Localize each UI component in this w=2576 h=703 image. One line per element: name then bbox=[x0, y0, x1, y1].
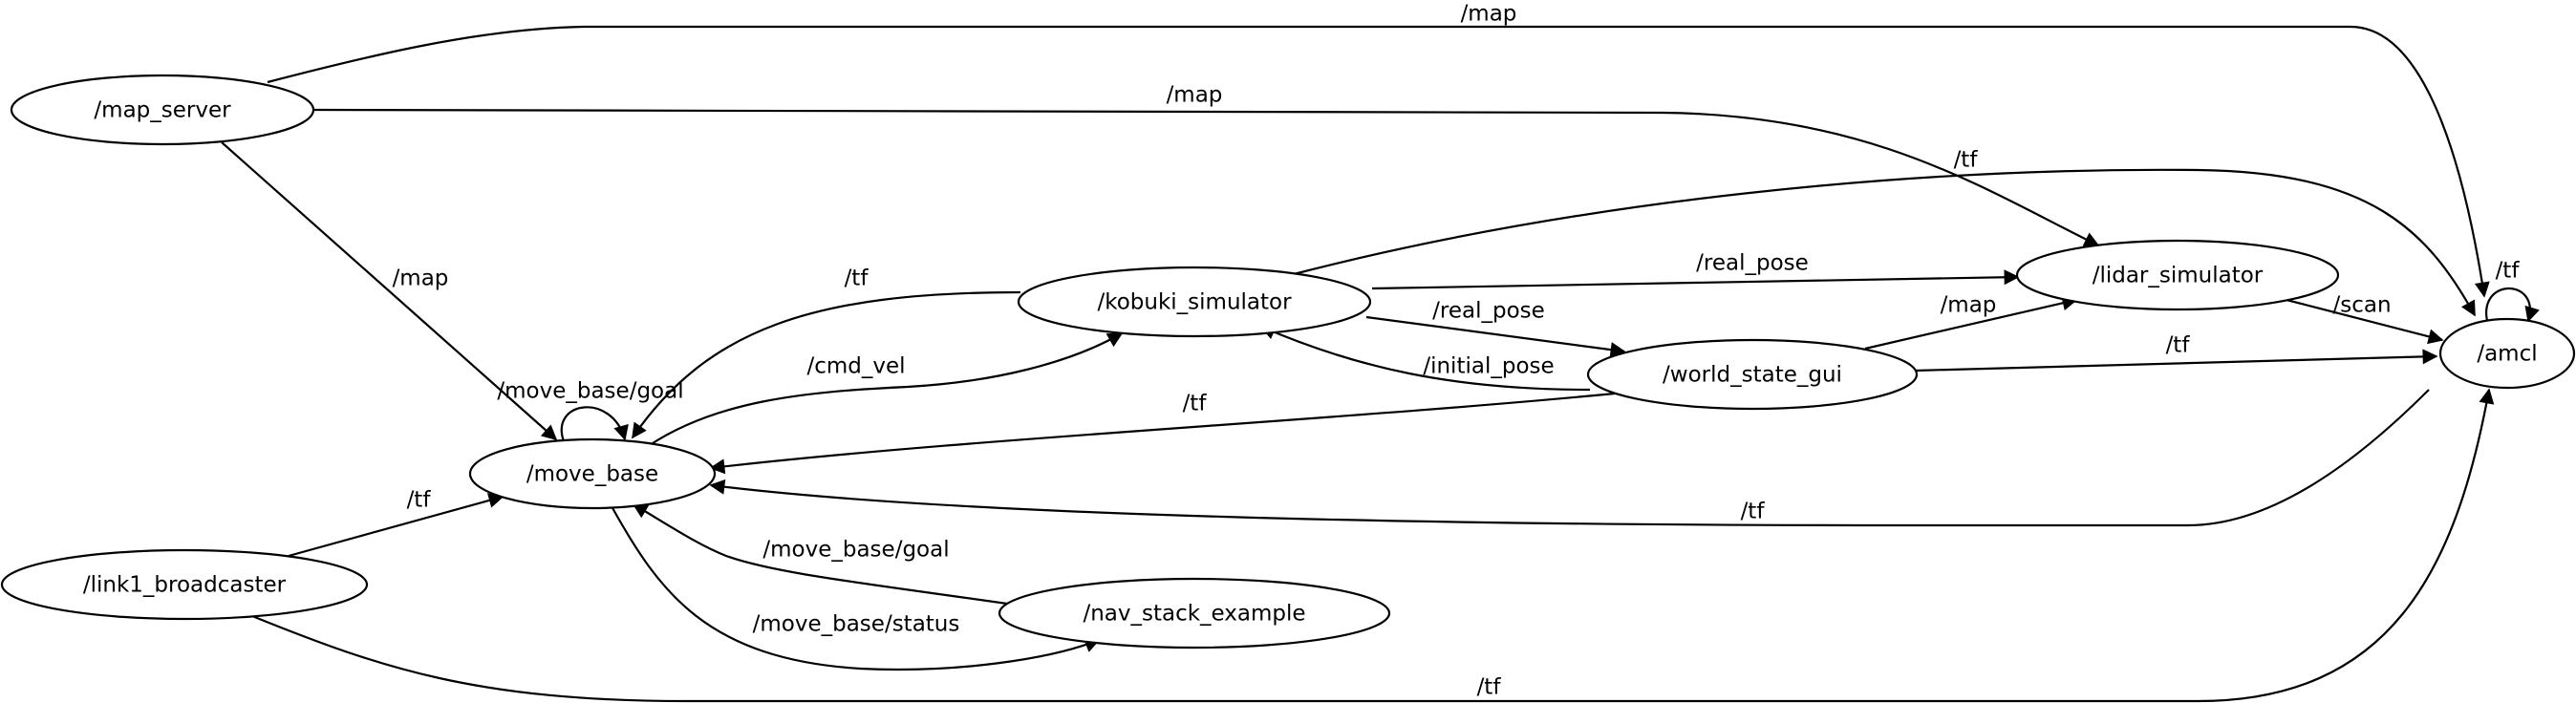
edge-nav-stack-example-to-move-base[interactable]: /move_base/goal bbox=[632, 503, 1008, 606]
edge-label: /tf bbox=[1741, 500, 1766, 524]
node-kobuki-simulator[interactable]: /kobuki_simulator bbox=[1017, 266, 1372, 338]
edge-label: /tf bbox=[1183, 392, 1208, 416]
edge-label: /map bbox=[1941, 293, 1997, 318]
edge-kobuki-simulator-to-world-state-gui[interactable]: /real_pose bbox=[1365, 299, 1626, 358]
edge-move-base-self-loop[interactable]: /move_base/goal bbox=[497, 379, 684, 442]
edge-world-state-gui-to-amcl[interactable]: /tf bbox=[1914, 333, 2438, 373]
edge-kobuki-simulator-to-amcl[interactable]: /tf bbox=[1289, 148, 2476, 317]
node-world-state-gui[interactable]: /world_state_gui bbox=[1586, 338, 1919, 411]
edge-label: /tf bbox=[407, 488, 432, 513]
edge-amcl-self-loop[interactable]: /tf bbox=[2485, 259, 2540, 326]
edge-world-state-gui-to-move-base[interactable]: /tf bbox=[709, 392, 1616, 475]
edge-world-state-gui-to-kobuki-simulator[interactable]: /initial_pose bbox=[1259, 325, 1591, 392]
node-map-server[interactable]: /map_server bbox=[10, 74, 315, 146]
edge-label: /real_pose bbox=[1432, 299, 1545, 324]
node-nav-stack-example[interactable]: /nav_stack_example bbox=[998, 577, 1391, 650]
node-label: /amcl bbox=[2477, 342, 2537, 367]
node-label: /link1_broadcaster bbox=[83, 573, 287, 598]
edge-map-server-to-move-base[interactable]: /map bbox=[221, 141, 558, 441]
edge-label: /map bbox=[393, 266, 449, 291]
edge-kobuki-simulator-to-lidar-simulator[interactable]: /real_pose bbox=[1371, 251, 2020, 290]
edge-move-base-to-nav-stack-example[interactable]: /move_base/status bbox=[611, 505, 1101, 671]
node-label: /nav_stack_example bbox=[1083, 602, 1305, 627]
node-amcl[interactable]: /amcl bbox=[2438, 317, 2576, 390]
edge-label: /move_base/goal bbox=[497, 379, 683, 404]
edge-label: /tf bbox=[845, 266, 869, 291]
edge-amcl-to-move-base[interactable]: /tf bbox=[709, 389, 2430, 527]
edge-map-server-to-lidar-simulator[interactable]: /map bbox=[311, 83, 2100, 246]
edge-link1-broadcaster-to-move-base[interactable]: /tf bbox=[288, 488, 504, 558]
nodes: /map_server /move_base /link1_broadcaste… bbox=[0, 74, 2576, 650]
edge-label: /move_base/goal bbox=[762, 538, 949, 563]
edge-world-state-gui-to-lidar-simulator[interactable]: /map bbox=[1864, 293, 2078, 351]
edge-label: /tf bbox=[2496, 259, 2521, 284]
edge-map-server-to-amcl[interactable]: /map bbox=[267, 2, 2490, 298]
edge-move-base-to-kobuki-simulator[interactable]: /cmd_vel bbox=[649, 332, 1124, 446]
edges: /map /map /map /tf /tf /real_pose /real_… bbox=[221, 2, 2540, 703]
node-label: /world_state_gui bbox=[1663, 363, 1842, 388]
edge-label: /map bbox=[1461, 2, 1517, 27]
edge-lidar-simulator-to-amcl[interactable]: /scan bbox=[2286, 293, 2444, 345]
node-label: /move_base bbox=[526, 462, 658, 487]
edge-kobuki-simulator-to-move-base[interactable]: /tf bbox=[632, 266, 1021, 439]
node-label: /kobuki_simulator bbox=[1097, 290, 1292, 315]
node-link1-broadcaster[interactable]: /link1_broadcaster bbox=[0, 548, 369, 621]
node-lidar-simulator[interactable]: /lidar_simulator bbox=[2015, 239, 2340, 311]
node-label: /map_server bbox=[94, 98, 231, 123]
node-move-base[interactable]: /move_base bbox=[468, 437, 717, 510]
edge-label: /cmd_vel bbox=[806, 354, 905, 379]
edge-label: /tf bbox=[1477, 675, 1502, 700]
edge-label: /move_base/status bbox=[753, 612, 960, 637]
edge-label: /tf bbox=[2166, 333, 2191, 358]
edge-label: /scan bbox=[2332, 293, 2391, 318]
node-label: /lidar_simulator bbox=[2093, 264, 2264, 288]
edge-label: /tf bbox=[1954, 148, 1979, 173]
edge-label: /initial_pose bbox=[1423, 354, 1554, 379]
edge-label: /real_pose bbox=[1696, 251, 1809, 276]
edge-link1-broadcaster-to-amcl[interactable]: /tf bbox=[251, 388, 2495, 703]
edge-label: /map bbox=[1167, 83, 1223, 108]
